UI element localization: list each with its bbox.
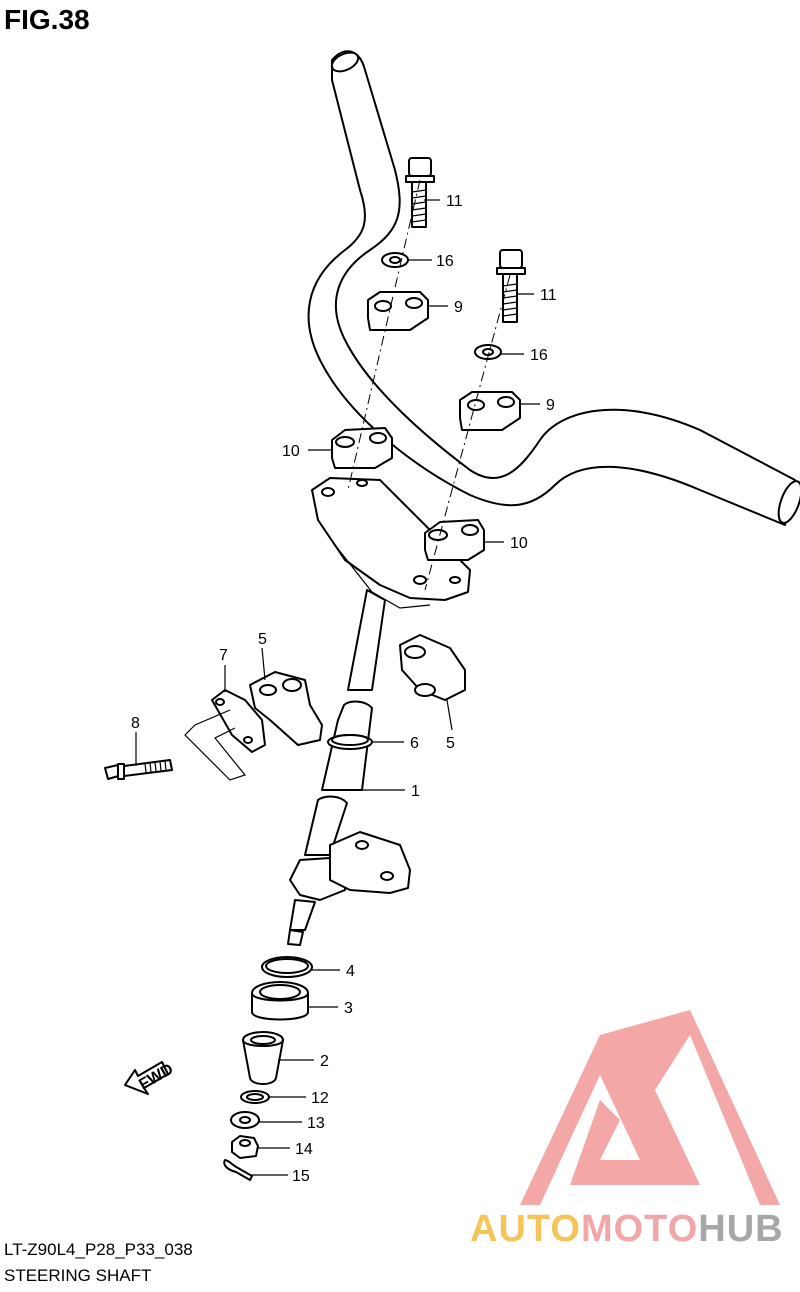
callout-14: 14 — [295, 1141, 313, 1158]
callout-2: 2 — [320, 1053, 329, 1070]
callout-16-left: 16 — [436, 253, 454, 270]
figure-caption: STEERING SHAFT — [4, 1266, 152, 1285]
callout-9-right: 9 — [546, 397, 555, 414]
fwd-arrow: FWD — [124, 1061, 176, 1095]
callout-9-left: 9 — [454, 299, 463, 316]
callout-8: 8 — [131, 715, 140, 732]
callout-3: 3 — [344, 1000, 353, 1017]
o-ring-4 — [261, 956, 313, 978]
alignment-lines — [347, 179, 511, 591]
watermark-hub: HUB — [698, 1208, 784, 1250]
watermark-logo — [520, 1010, 780, 1205]
nut-14 — [231, 1135, 259, 1159]
cotter-pin-15 — [223, 1159, 253, 1181]
watermark-text: AUTOMOTOHUB — [470, 1208, 784, 1251]
callout-4: 4 — [346, 963, 355, 980]
lower-holder-10-right — [424, 519, 485, 561]
lower-holder-10-left — [331, 427, 393, 469]
callout-11-right: 11 — [540, 287, 557, 304]
washer-12 — [240, 1090, 270, 1104]
callout-5-right: 5 — [446, 735, 455, 752]
callout-10-right: 10 — [510, 535, 528, 552]
bush-2 — [242, 1031, 284, 1085]
callout-6: 6 — [410, 735, 419, 752]
washer-13 — [230, 1111, 260, 1129]
watermark-auto: AUTO — [470, 1208, 581, 1250]
upper-holder-9-right — [459, 391, 521, 431]
figure-title: FIG.38 — [4, 4, 90, 35]
callout-7: 7 — [219, 647, 228, 664]
callout-16-right: 16 — [530, 347, 548, 364]
callout-5-left: 5 — [258, 631, 267, 648]
callout-1: 1 — [411, 783, 420, 800]
callout-11-left: 11 — [446, 193, 463, 210]
plate-7 — [184, 689, 266, 781]
clamp-5-left — [249, 671, 323, 746]
ring-6 — [327, 734, 373, 750]
callout-13: 13 — [307, 1115, 325, 1132]
bolt-8 — [104, 759, 173, 780]
callout-12: 12 — [311, 1090, 329, 1107]
figure-code: LT-Z90L4_P28_P33_038 — [4, 1240, 193, 1259]
steering-shaft-1 — [287, 589, 411, 946]
watermark-moto: MOTO — [580, 1208, 699, 1250]
callout-15: 15 — [292, 1168, 310, 1185]
nut-3 — [251, 981, 309, 1021]
upper-holder-9-left — [367, 291, 429, 331]
bolt-11-left — [405, 157, 435, 228]
callout-labels: 11 16 9 11 16 9 10 10 7 5 5 8 6 1 4 3 2 … — [131, 193, 557, 1185]
clamp-5-right — [399, 634, 466, 701]
handlebar — [307, 50, 800, 526]
bolt-11-right — [496, 249, 526, 323]
callout-10-left: 10 — [282, 443, 300, 460]
leader-lines — [135, 199, 540, 1176]
